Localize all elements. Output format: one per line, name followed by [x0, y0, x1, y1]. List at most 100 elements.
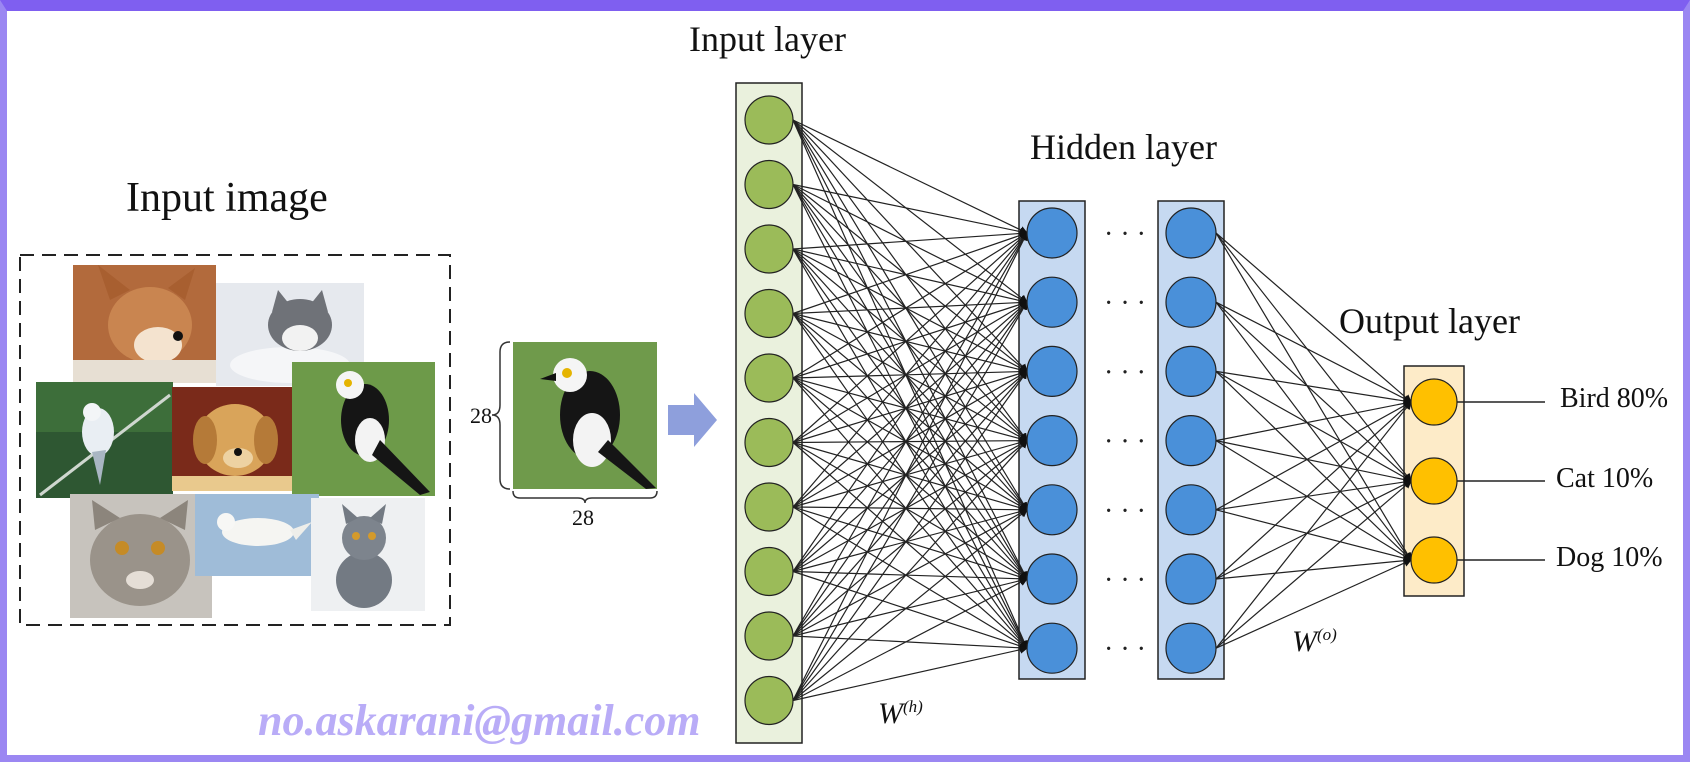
input-hidden-edge [792, 184, 1028, 580]
hidden-node [1026, 484, 1078, 536]
input-hidden-edge [792, 184, 1028, 511]
input-hidden-edge [792, 231, 1028, 315]
hidden-node [1026, 207, 1078, 259]
output-class-cat: Cat 10% [1556, 463, 1654, 494]
height-brace [491, 341, 511, 490]
output-node [1410, 378, 1458, 426]
input-hidden-edge [792, 313, 1028, 511]
hidden-output-edge [1215, 401, 1412, 580]
hidden-output-edge [1215, 301, 1412, 561]
input-hidden-edge [792, 507, 1028, 573]
input-hidden-edge [792, 439, 1028, 701]
input-hidden-edge [792, 184, 1028, 650]
input-node [744, 675, 794, 726]
hidden-output-edge [1215, 232, 1412, 403]
input-hidden-edge [792, 570, 1028, 650]
hidden-output-edge [1215, 509, 1412, 563]
hidden-output-edge [1215, 232, 1412, 482]
hidden-ellipsis: · · · [1104, 496, 1146, 527]
hidden-node [1026, 553, 1078, 605]
width-brace [512, 490, 658, 504]
hidden-node [1165, 345, 1217, 397]
sample-width-label: 28 [572, 505, 594, 530]
hidden-output-edge [1215, 440, 1412, 561]
input-hidden-edge [792, 506, 1028, 581]
input-hidden-edge [792, 377, 1028, 580]
input-hidden-edge [792, 509, 1028, 701]
input-hidden-edge [792, 313, 1028, 650]
hidden-node [1165, 276, 1217, 328]
input-hidden-edge [792, 183, 1028, 236]
hidden-output-edge [1215, 480, 1412, 580]
hidden-ellipsis: · · · [1104, 288, 1146, 319]
hidden-output-edge [1215, 556, 1412, 580]
input-node [744, 611, 794, 661]
input-hidden-edge [792, 119, 1028, 580]
input-hidden-edge [792, 232, 1028, 572]
input-hidden-edge [792, 505, 1028, 514]
hidden-weight-symbol: W [878, 697, 903, 730]
hidden-output-edge [1215, 401, 1412, 511]
output-node [1410, 457, 1458, 505]
input-hidden-edge [792, 301, 1028, 508]
input-hidden-edge [792, 441, 1028, 580]
thumbnail-golden-retriever [172, 387, 292, 491]
input-hidden-edge [792, 635, 1028, 652]
hidden-output-edge [1215, 478, 1412, 511]
input-hidden-edge [792, 301, 1028, 637]
input-hidden-edge [792, 298, 1028, 315]
input-hidden-edge [792, 570, 1028, 583]
input-hidden-edge [792, 442, 1028, 649]
input-hidden-edge [792, 119, 1028, 511]
sample-bird-image [513, 342, 657, 489]
input-layer-title: Input layer [689, 19, 846, 59]
hidden-output-edge [1215, 370, 1412, 482]
hidden-node [1165, 622, 1217, 674]
hidden-node [1026, 345, 1078, 397]
output-weight-label: W(o) [1292, 625, 1337, 659]
input-hidden-edge [792, 119, 1028, 303]
output-lines [1457, 401, 1545, 561]
input-hidden-edge [792, 119, 1028, 442]
hidden-ellipses: · · ·· · ·· · ·· · ·· · ·· · ·· · · [1104, 219, 1146, 665]
input-image-frame [19, 254, 451, 626]
input-hidden-edge [792, 436, 1028, 445]
output-weight-symbol: W [1292, 625, 1317, 658]
input-hidden-edge [792, 377, 1028, 443]
input-hidden-edge [792, 506, 1028, 649]
hidden-output-edge [1215, 301, 1412, 403]
hidden-output-edge [1215, 440, 1412, 484]
thumbnail-magpie-bird [292, 362, 435, 496]
input-hidden-edge [792, 248, 1028, 372]
input-hidden-edge [792, 370, 1028, 701]
input-hidden-edge [792, 119, 1028, 373]
hidden-node [1165, 207, 1217, 259]
hidden-output-edge [1215, 370, 1412, 405]
hidden-weight-superscript: (h) [903, 697, 923, 716]
input-hidden-edge [792, 248, 1028, 442]
input-hidden-edge [792, 232, 1028, 379]
output-weight-superscript: (o) [1317, 625, 1337, 644]
input-hidden-edge [792, 377, 1028, 649]
input-hidden-edge [792, 232, 1028, 508]
input-image-title: Input image [126, 175, 328, 221]
hidden-output-edge [1215, 401, 1412, 649]
hidden-ellipsis: · · · [1104, 565, 1146, 596]
input-hidden-edge [792, 313, 1028, 580]
input-hidden-edge [792, 369, 1028, 444]
hidden-node [1026, 415, 1078, 467]
input-node [744, 95, 794, 145]
input-hidden-edge [792, 367, 1028, 379]
thumbnail-white-dove [195, 494, 319, 576]
input-node [744, 482, 794, 532]
thumbnail-tabby-kitten [70, 494, 212, 618]
input-hidden-edge [792, 232, 1028, 637]
output-node [1410, 536, 1458, 584]
hidden-output-edge [1215, 370, 1412, 561]
input-hidden-edge [792, 248, 1028, 650]
input-hidden-edge [792, 248, 1028, 305]
input-hidden-edge [792, 248, 1028, 511]
input-node [744, 417, 794, 468]
input-hidden-edge [792, 370, 1028, 572]
